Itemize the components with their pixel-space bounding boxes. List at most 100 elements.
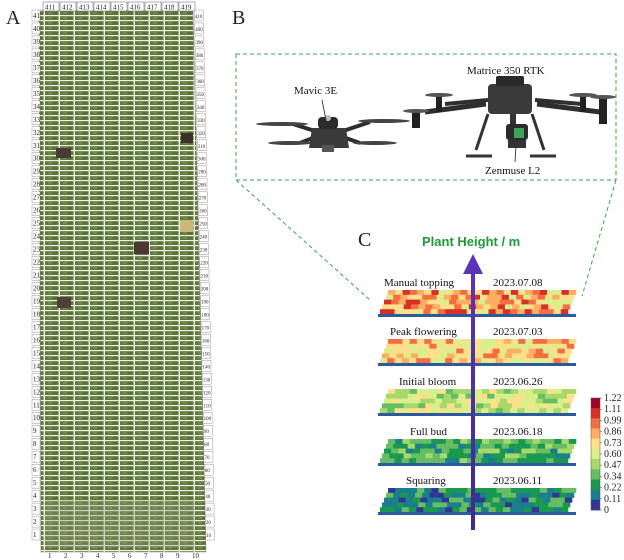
height-cell — [532, 439, 541, 445]
height-cell — [559, 343, 567, 349]
field-label-box — [127, 1, 145, 12]
field-right-label: 140 — [202, 365, 210, 370]
height-cell — [485, 497, 493, 503]
height-cell — [410, 304, 419, 310]
height-cell — [429, 443, 437, 449]
height-cell — [398, 299, 406, 305]
height-cell — [465, 443, 473, 449]
height-cell — [504, 353, 513, 359]
height-cell — [449, 497, 457, 503]
height-cell — [396, 453, 404, 459]
field-left-label: 3 — [33, 505, 37, 513]
height-cell — [431, 290, 439, 296]
height-cell — [424, 439, 432, 445]
height-cell — [478, 497, 486, 503]
height-cell — [449, 398, 457, 404]
height-cell — [524, 458, 533, 464]
height-cell — [437, 507, 446, 513]
height-cell — [386, 343, 394, 349]
height-cell — [488, 507, 496, 513]
height-cell — [512, 304, 520, 310]
height-cell — [531, 408, 540, 414]
height-cell — [487, 343, 495, 349]
height-cell — [405, 497, 414, 503]
field-top-label: 416 — [130, 4, 141, 12]
height-cell — [554, 290, 562, 296]
height-cell — [380, 408, 388, 414]
height-cell — [482, 339, 490, 345]
field-label-box — [31, 425, 41, 437]
height-cell — [402, 488, 410, 494]
height-cell — [481, 458, 489, 464]
field-label-box — [31, 74, 41, 87]
height-cell — [402, 439, 410, 445]
colorbar-segment — [591, 438, 600, 450]
field-left-labels: 4140393837363534333231302928272625242322… — [31, 9, 41, 541]
height-cell — [499, 348, 508, 354]
height-cell — [410, 502, 419, 508]
height-cell — [445, 439, 454, 445]
height-cell — [393, 294, 401, 300]
height-cell — [518, 439, 526, 445]
field-label-box — [93, 1, 111, 12]
field-left-label: 29 — [33, 168, 41, 176]
field-label-box — [204, 463, 214, 476]
height-cell — [418, 502, 426, 508]
colorbar-tick-label: 1.22 — [604, 393, 622, 404]
height-cell — [474, 358, 482, 364]
field-label-box — [203, 425, 213, 437]
height-cell — [387, 507, 395, 513]
height-cell — [461, 403, 469, 409]
field-label-box — [199, 256, 209, 268]
height-cell — [403, 453, 412, 459]
height-cell — [422, 294, 430, 300]
field-label-box — [200, 321, 211, 333]
height-arrow-head — [463, 254, 483, 274]
field-label-box — [197, 139, 207, 151]
height-cell — [431, 488, 439, 494]
height-cell — [443, 343, 452, 349]
height-cell — [485, 348, 493, 354]
height-cell — [422, 393, 430, 399]
height-cell — [512, 453, 520, 459]
height-cell — [463, 497, 471, 503]
height-cell — [510, 358, 518, 364]
height-cell — [490, 353, 498, 359]
height-cell — [429, 393, 437, 399]
height-cell — [528, 299, 537, 305]
stage-name: Initial bloom — [399, 376, 457, 388]
height-cell — [407, 343, 416, 349]
height-cell — [386, 492, 394, 498]
height-cell — [539, 408, 547, 414]
height-cell — [425, 304, 433, 310]
height-cell — [452, 458, 460, 464]
field-label-box — [31, 438, 41, 450]
field-label-box — [204, 476, 214, 489]
height-cell — [420, 497, 428, 503]
height-cell — [524, 309, 533, 315]
height-cell — [502, 358, 511, 364]
height-cell — [508, 393, 517, 399]
height-cell — [472, 393, 481, 399]
height-cell — [489, 439, 497, 445]
height-cell — [533, 304, 542, 310]
height-cell — [560, 507, 569, 513]
height-cell — [555, 304, 563, 310]
height-cell — [504, 502, 513, 508]
height-cell — [492, 299, 500, 305]
height-cell — [387, 408, 395, 414]
field-label-box — [205, 515, 215, 528]
height-cell — [451, 393, 459, 399]
field-label-box — [31, 373, 41, 385]
height-cell — [497, 403, 506, 409]
layer-edge — [378, 363, 576, 366]
height-cell — [510, 309, 518, 315]
height-cell — [550, 448, 558, 454]
height-cell — [384, 299, 392, 305]
field-label-box — [195, 74, 205, 87]
height-cell — [424, 290, 432, 296]
height-cell — [458, 393, 466, 399]
field-left-label: 16 — [33, 336, 41, 344]
field-label-box — [201, 347, 211, 359]
height-cell — [474, 458, 482, 464]
